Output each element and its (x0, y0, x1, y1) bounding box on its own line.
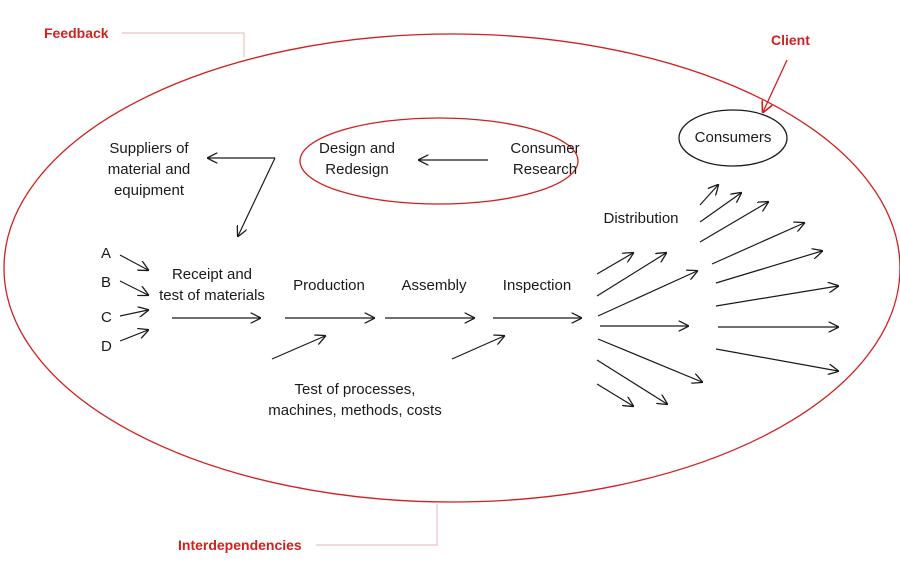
consumer-arrow (699, 202, 768, 243)
test-to-inspection-arrow (451, 336, 504, 360)
assembly-label: Assembly (401, 277, 467, 294)
suppliers-to-receipt-arrow (238, 157, 276, 236)
feedback-leader-line (122, 32, 245, 57)
design-line-2: Redesign (325, 161, 389, 178)
input-a-label: A (101, 245, 112, 262)
interdependencies-leader-line (316, 504, 438, 546)
input-a-arrow (119, 254, 148, 270)
distribution-arrow (597, 338, 702, 382)
consumer-arrow (711, 223, 804, 265)
interdependencies-label: Interdependencies (178, 537, 302, 553)
input-c-arrow (119, 310, 148, 316)
receipt-line-2: test of materials (159, 287, 265, 304)
design-label: Design and Redesign (319, 138, 395, 180)
input-d-label: D (101, 338, 112, 355)
production-label: Production (293, 277, 365, 294)
suppliers-line-3: equipment (113, 182, 185, 199)
feedback-label: Feedback (44, 25, 109, 41)
client-label: Client (771, 32, 810, 48)
suppliers-line-1: Suppliers of (109, 140, 189, 157)
suppliers-line-2: material and (107, 161, 191, 178)
receipt-line-1: Receipt and (171, 266, 253, 283)
client-arrow (763, 59, 788, 112)
test-to-production-arrow (271, 336, 325, 360)
suppliers-label: Suppliers of material and equipment (108, 138, 191, 201)
consumer-arrow (715, 348, 838, 371)
inspection-label: Inspection (502, 277, 572, 294)
distribution-arrow (596, 253, 666, 297)
consumer-research-line-2: Research (512, 161, 578, 178)
consumer-arrow (715, 251, 822, 284)
distribution-arrow (596, 383, 633, 406)
consumer-research-line-1: Consumer (510, 140, 580, 157)
distribution-label: Distribution (603, 210, 679, 227)
design-line-1: Design and (319, 140, 395, 157)
distribution-arrow (597, 271, 697, 317)
input-c-label: C (101, 309, 112, 326)
test-processes-line-1: Test of processes, (294, 381, 416, 398)
system-boundary-ellipse (3, 33, 900, 503)
consumers-label: Consumers (694, 129, 772, 146)
input-b-label: B (101, 274, 112, 291)
consumer-research-label: Consumer Research (510, 138, 579, 180)
receipt-label: Receipt and test of materials (159, 264, 265, 306)
consumer-arrow (699, 193, 741, 223)
distribution-arrow (596, 253, 633, 275)
design-ellipse (299, 117, 579, 205)
consumers-ellipse (678, 109, 788, 167)
input-b-arrow (119, 280, 148, 295)
input-d-arrow (119, 330, 148, 342)
test-processes-label: Test of processes, machines, methods, co… (268, 379, 441, 421)
test-processes-line-2: machines, methods, costs (268, 402, 442, 419)
distribution-arrow (596, 359, 667, 404)
consumer-arrow (715, 286, 838, 307)
consumer-arrow (699, 185, 718, 206)
